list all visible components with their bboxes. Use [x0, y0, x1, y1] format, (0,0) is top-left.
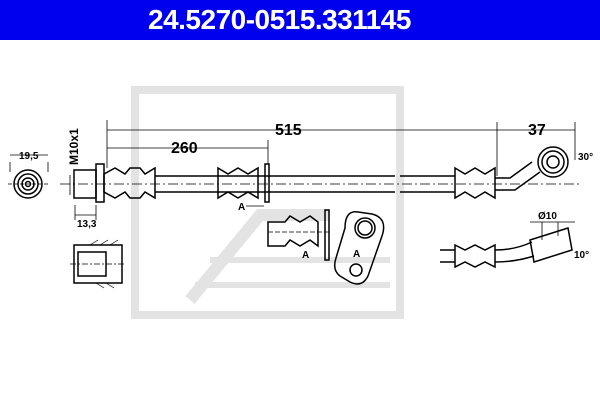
section-label-a: A: [238, 202, 245, 213]
bracket-detail-view: [267, 209, 385, 285]
bend-detail-view: [440, 221, 575, 269]
dim-bracket-distance: 260: [171, 140, 198, 157]
section-label-a-2: A: [302, 250, 309, 261]
ate-logo-watermark: [131, 86, 404, 319]
dim-thread: M10x1: [67, 128, 81, 165]
dim-fitting-length: 13,3: [77, 219, 97, 230]
part-number: 24.5270-0515.3: [148, 4, 338, 35]
dim-eye-diameter: Ø10: [538, 211, 557, 222]
section-label-a-3: A: [353, 249, 360, 260]
fitting-section-view: [70, 239, 125, 289]
dim-banjo-offset: 37: [528, 122, 546, 139]
technical-drawing: 19,5 M10x1 515 260 37 30° 13,3: [8, 86, 593, 319]
end-view-fitting: [8, 154, 50, 199]
dim-end-width: 19,5: [19, 151, 39, 162]
dim-bend-angle: 10°: [574, 250, 589, 261]
dim-overall-length: 515: [275, 122, 302, 139]
part-header: 24.5270-0515.3 331145: [0, 0, 600, 40]
dimension-lines: [74, 120, 576, 220]
hose-body: [60, 146, 580, 203]
reference-code: 331145: [322, 4, 411, 35]
dim-eye-angle: 30°: [578, 152, 593, 163]
